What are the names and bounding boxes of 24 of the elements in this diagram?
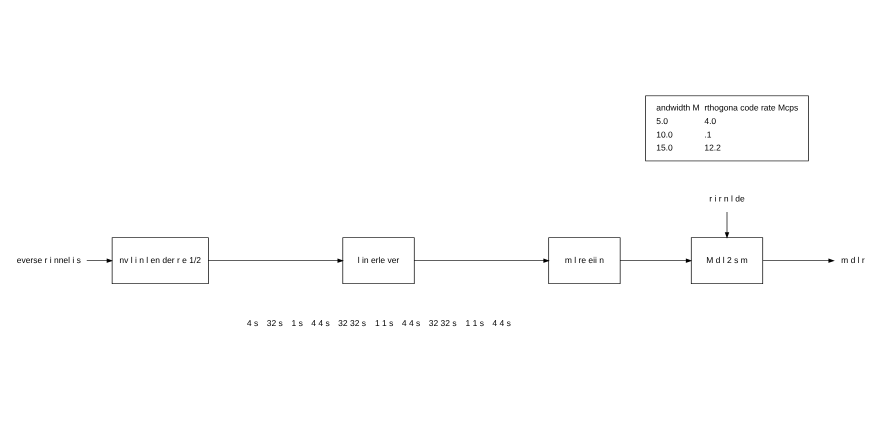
label: 4 4 s xyxy=(492,318,511,328)
label: 4 4 s xyxy=(311,318,330,328)
label: 32 s xyxy=(266,318,283,328)
node-text: r i r n l de xyxy=(709,192,745,203)
arrow xyxy=(86,258,114,262)
node-box: M d l 2 s m xyxy=(690,236,764,284)
arrow xyxy=(620,258,692,262)
arrow xyxy=(762,258,835,262)
label: 32 32 s xyxy=(338,318,366,328)
node-text: everse r i nnel i s xyxy=(16,254,81,264)
node-box: nv l i n l en der r e 1/2 xyxy=(112,236,209,284)
label: 4 s xyxy=(246,318,258,328)
node-text: m d l r xyxy=(841,254,865,264)
node-box: l in erle ver xyxy=(342,236,415,284)
label: 32 32 s xyxy=(428,318,457,328)
label: 1 1 s xyxy=(466,318,484,328)
label: 4 4 s xyxy=(402,318,420,328)
label: 1 s xyxy=(291,318,303,328)
arrow xyxy=(724,211,730,238)
arrow xyxy=(208,258,344,262)
arrow xyxy=(414,258,550,262)
node-box: andwidth M rthogona code rate Mcps 5.0 4.0 10.0 .1 15.0 12.2 xyxy=(645,94,809,161)
label: 1 1 s xyxy=(374,318,394,328)
node-box: m l re eii n xyxy=(548,236,621,284)
